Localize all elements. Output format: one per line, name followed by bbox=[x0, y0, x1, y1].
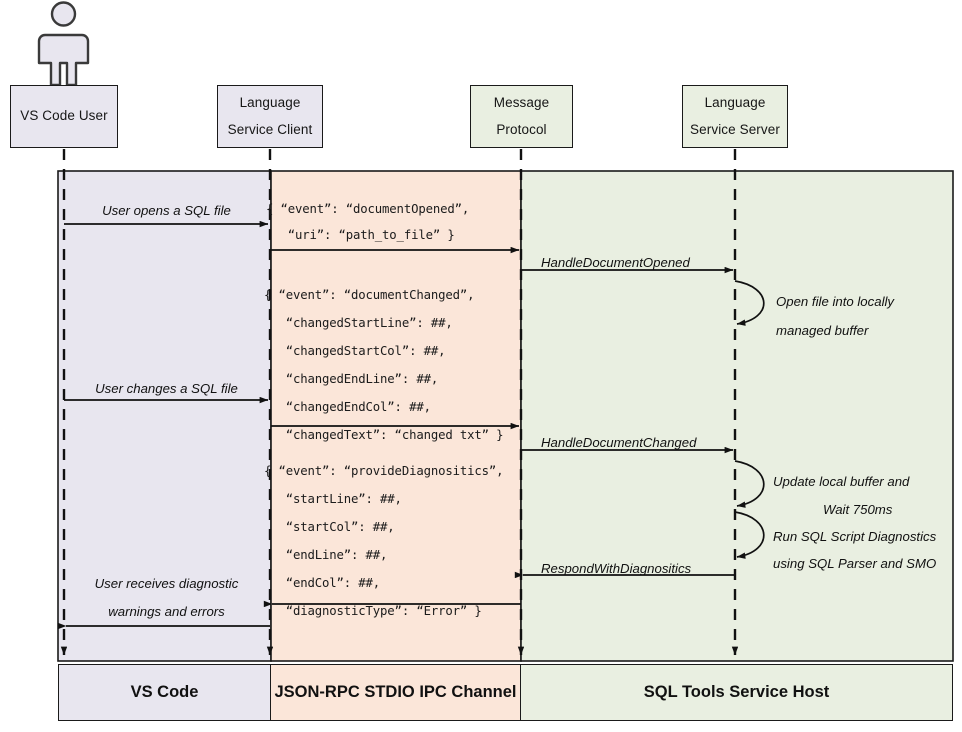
message-label-handle-document-opened: HandleDocumentOpened bbox=[541, 255, 690, 270]
participant-label-line1: VS Code User bbox=[20, 108, 108, 124]
participant-label-line1: Language bbox=[239, 95, 301, 111]
payload-document-opened-line-1: “uri”: “path_to_file” } bbox=[266, 228, 455, 242]
selfcall-label-update-buffer-wait-line1: Update local buffer and bbox=[773, 474, 910, 489]
payload-provide-diagnostics-line-5: “diagnosticType”: “Error” } bbox=[264, 604, 482, 618]
participant-label-line2: Service Server bbox=[690, 121, 780, 137]
participant-language-service-client[interactable]: Language Service Client bbox=[217, 85, 323, 148]
payload-document-changed-line-1: “changedStartLine”: ##, bbox=[264, 316, 453, 330]
bottom-bar-sql-tools-host[interactable]: SQL Tools Service Host bbox=[520, 664, 953, 721]
message-label-user-opens-sql-file: User opens a SQL file bbox=[102, 203, 231, 218]
message-label-user-changes-sql-file: User changes a SQL file bbox=[95, 381, 238, 396]
participant-language-service-server[interactable]: Language Service Server bbox=[682, 85, 788, 148]
band-vscode bbox=[57, 170, 272, 662]
message-label-handle-document-changed: HandleDocumentChanged bbox=[541, 435, 697, 450]
person-icon bbox=[37, 1, 90, 87]
band-service-host bbox=[520, 170, 954, 662]
participant-message-protocol[interactable]: Message Protocol bbox=[470, 85, 573, 148]
payload-document-changed-line-3: “changedEndLine”: ##, bbox=[264, 372, 439, 386]
selfcall-label-run-sql-diagnostics-line1: Run SQL Script Diagnostics bbox=[773, 529, 937, 544]
selfcall-label-open-file-buffer-line1: Open file into locally bbox=[776, 294, 895, 309]
participant-label-line2: Protocol bbox=[496, 121, 547, 137]
band-ipc-channel bbox=[270, 170, 522, 662]
selfcall-label-update-buffer-wait-line2: Wait 750ms bbox=[823, 502, 893, 517]
payload-provide-diagnostics-line-4: “endCol”: ##, bbox=[264, 576, 381, 590]
payload-provide-diagnostics-line-0: { “event”: “provideDiagnositics”, bbox=[264, 464, 504, 478]
participant-label-line2: Service Client bbox=[227, 121, 313, 137]
payload-document-opened-line-0: { “event”: “documentOpened”, bbox=[266, 202, 470, 216]
participant-vscode-user[interactable]: VS Code User bbox=[10, 85, 118, 148]
message-label-user-receives-diagnostics-line1: User receives diagnostic bbox=[94, 576, 239, 591]
bottom-bar-jsonrpc[interactable]: JSON-RPC STDIO IPC Channel bbox=[270, 664, 521, 721]
payload-document-changed-line-4: “changedEndCol”: ##, bbox=[264, 400, 431, 414]
selfcall-label-run-sql-diagnostics-line2: using SQL Parser and SMO bbox=[773, 556, 937, 571]
participant-label-line1: Message bbox=[493, 95, 550, 111]
payload-provide-diagnostics-line-2: “startCol”: ##, bbox=[264, 520, 395, 534]
selfloop-open-file-buffer bbox=[734, 280, 765, 326]
selfcall-label-open-file-buffer-line2: managed buffer bbox=[776, 323, 869, 338]
payload-document-changed-line-2: “changedStartCol”: ##, bbox=[264, 344, 446, 358]
selfloop-run-sql-diagnostics bbox=[734, 511, 765, 559]
bottom-bar-label: SQL Tools Service Host bbox=[643, 683, 830, 701]
bottom-bar-label: JSON-RPC STDIO IPC Channel bbox=[274, 683, 517, 701]
message-label-user-receives-diagnostics-line2: warnings and errors bbox=[108, 604, 225, 619]
payload-document-changed-line-5: “changedText”: “changed txt” } bbox=[264, 428, 504, 442]
payload-provide-diagnostics-line-1: “startLine”: ##, bbox=[264, 492, 402, 506]
bottom-bar-label: VS Code bbox=[130, 683, 199, 701]
participant-label-line1: Language bbox=[704, 95, 766, 111]
bottom-bar-vs-code[interactable]: VS Code bbox=[58, 664, 271, 721]
payload-document-changed-line-0: { “event”: “documentChanged”, bbox=[264, 288, 475, 302]
lifelines bbox=[60, 149, 739, 656]
selfloop-update-buffer-wait bbox=[734, 460, 765, 508]
payload-provide-diagnostics-line-3: “endLine”: ##, bbox=[264, 548, 388, 562]
message-label-respond-with-diagnostics: RespondWithDiagnositics bbox=[541, 561, 692, 576]
